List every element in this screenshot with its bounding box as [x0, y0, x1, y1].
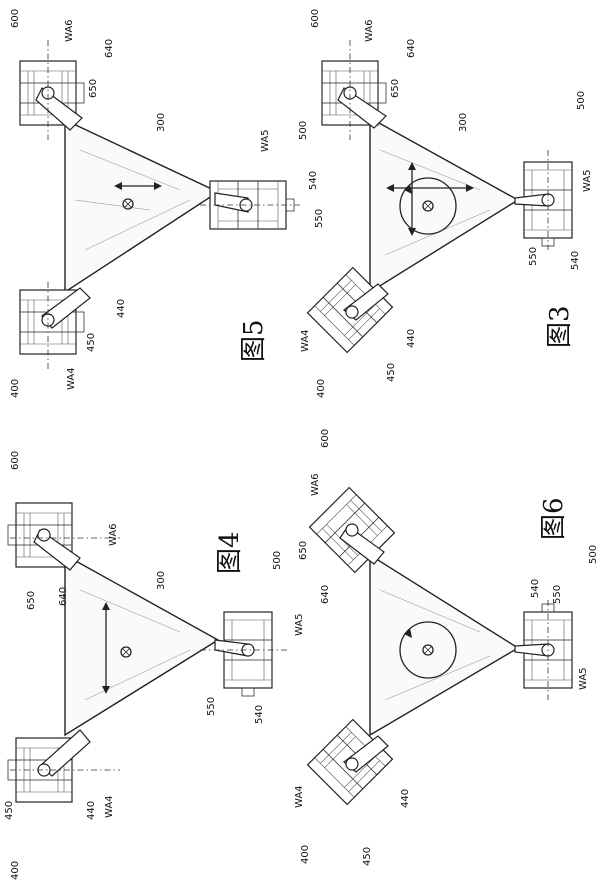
label-540: 540: [530, 579, 541, 598]
figure-6: 600 WA6 650 640 500 540 550 WA5 WA4 440 …: [294, 429, 599, 866]
label-wa5: WA5: [294, 613, 305, 636]
label-650: 650: [298, 541, 309, 560]
rotation-arrow: [399, 621, 457, 679]
label-wa6: WA6: [64, 19, 75, 42]
wheel-module-top: [19, 60, 85, 126]
label-550: 550: [206, 697, 217, 716]
translation-arrow: [102, 602, 110, 694]
label-500: 500: [298, 121, 309, 140]
translation-arrow: [114, 182, 162, 190]
figure-3: 600 WA6 640 650 300 500 WA5 540 550 440 …: [300, 9, 593, 398]
figure-caption: 图5: [239, 319, 269, 362]
frame-body: [369, 116, 520, 294]
label-400: 400: [10, 379, 21, 398]
label-440: 440: [116, 299, 127, 318]
label-450: 450: [362, 847, 373, 866]
figure-caption: 图3: [545, 305, 575, 348]
label-640: 640: [58, 587, 69, 606]
label-wa6: WA6: [364, 19, 375, 42]
frame-body: [64, 553, 220, 737]
label-640: 640: [104, 39, 115, 58]
label-600: 600: [10, 9, 21, 28]
label-450: 450: [86, 333, 97, 352]
label-500: 500: [576, 91, 587, 110]
label-650: 650: [88, 79, 99, 98]
label-400: 400: [10, 861, 21, 880]
rotation-arrow: [399, 177, 457, 235]
label-640: 640: [320, 585, 331, 604]
label-wa6: WA6: [108, 523, 119, 546]
label-wa4: WA4: [66, 367, 77, 390]
figure-5: 600 WA6 640 650 300 500 WA5 540 550 440 …: [10, 9, 325, 398]
label-wa4: WA4: [300, 329, 311, 352]
label-wa4: WA4: [294, 785, 305, 808]
label-440: 440: [400, 789, 411, 808]
label-wa5: WA5: [260, 129, 271, 152]
label-400: 400: [300, 845, 311, 864]
frame-body: [369, 553, 520, 737]
wheel-module-top: [7, 502, 73, 568]
figure-4: 600 WA6 650 640 300 500 WA5 550 540 450 …: [4, 451, 305, 880]
figure-caption: 图4: [215, 531, 245, 574]
wheel-module-top: [321, 60, 387, 126]
label-650: 650: [390, 79, 401, 98]
center-marker: [422, 644, 434, 656]
center-marker: [422, 200, 434, 212]
figure-caption: 图6: [539, 497, 569, 540]
label-600: 600: [310, 9, 321, 28]
label-300: 300: [156, 113, 167, 132]
label-wa4: WA4: [104, 795, 115, 818]
wheel-module-bottom: [19, 289, 85, 355]
label-540: 540: [254, 705, 265, 724]
label-wa6: WA6: [310, 473, 321, 496]
frame-body: [64, 118, 220, 294]
label-600: 600: [320, 429, 331, 448]
label-450: 450: [4, 801, 15, 820]
label-450: 450: [386, 363, 397, 382]
label-500: 500: [272, 551, 283, 570]
label-640: 640: [406, 39, 417, 58]
label-540: 540: [570, 251, 581, 270]
label-550: 550: [528, 247, 539, 266]
label-600: 600: [10, 451, 21, 470]
label-500: 500: [588, 545, 599, 564]
label-440: 440: [86, 801, 97, 820]
label-wa5: WA5: [578, 667, 589, 690]
label-wa5: WA5: [582, 169, 593, 192]
label-300: 300: [156, 571, 167, 590]
label-650: 650: [26, 591, 37, 610]
label-550: 550: [552, 585, 563, 604]
center-marker: [120, 646, 132, 658]
label-300: 300: [458, 113, 469, 132]
label-440: 440: [406, 329, 417, 348]
label-550: 550: [314, 209, 325, 228]
label-540: 540: [308, 171, 319, 190]
label-400: 400: [316, 379, 327, 398]
center-marker: [122, 198, 134, 210]
